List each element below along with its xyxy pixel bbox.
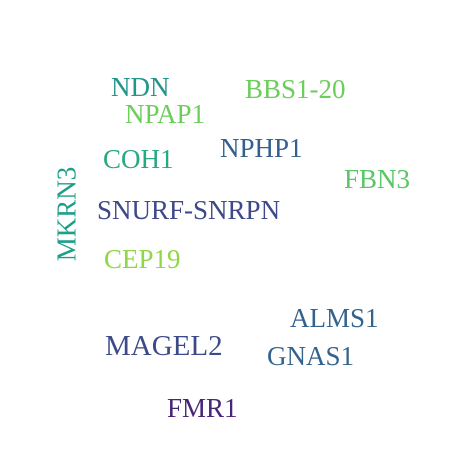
word-alms1: ALMS1 — [290, 303, 379, 333]
word-nphp1: NPHP1 — [220, 133, 303, 163]
word-cep19: CEP19 — [104, 244, 181, 274]
word-mkrn3: MKRN3 — [52, 161, 82, 267]
word-mkrn3-label: MKRN3 — [51, 166, 82, 262]
word-ndn: NDN — [111, 72, 170, 102]
word-fbn3: FBN3 — [344, 164, 411, 194]
word-coh1: COH1 — [103, 144, 174, 174]
word-npap1: NPAP1 — [125, 99, 206, 129]
word-gnas1: GNAS1 — [267, 341, 355, 371]
word-magel2: MAGEL2 — [105, 330, 223, 362]
word-bbs1-20: BBS1-20 — [245, 74, 346, 104]
word-fmr1: FMR1 — [167, 393, 238, 423]
word-snurf-snrpn: SNURF-SNRPN — [97, 195, 281, 225]
